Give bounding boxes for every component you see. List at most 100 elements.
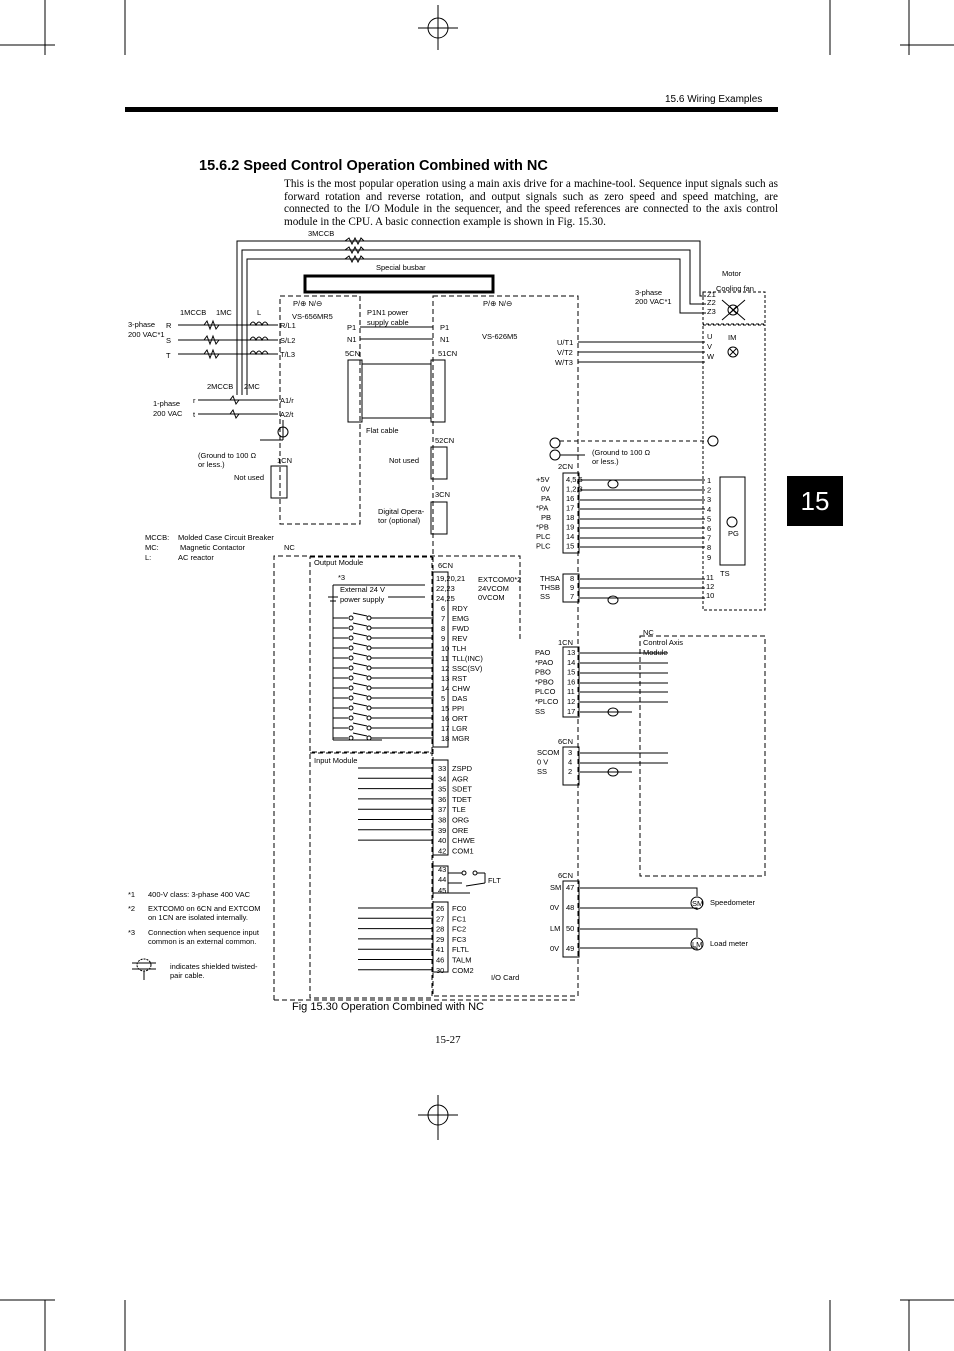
cn6-pin-42: 42 — [438, 846, 446, 855]
label-ts: TS — [720, 569, 730, 578]
note-text-6: pair cable. — [170, 971, 205, 980]
abbreviation-legend: MCCB: Molded Case Circuit Breaker MC: Ma… — [145, 533, 274, 562]
cn6-pin-11: 11 — [441, 654, 449, 663]
input-switch-13-blade — [352, 732, 368, 737]
cn6-signal-lgr: LGR — [452, 724, 468, 733]
cn6-pin-18: 18 — [441, 734, 449, 743]
cn1-signal-1: *PAO — [535, 658, 553, 667]
cn6-signal-fwd: FWD — [452, 624, 470, 633]
input-switch-4-blade — [352, 642, 368, 647]
cn6-signal-das: DAS — [452, 694, 467, 703]
vs656-unit — [279, 295, 361, 525]
label-special-busbar: Special busbar — [376, 263, 426, 272]
pg-pin-7: 7 — [707, 534, 711, 543]
label-input-module: Input Module — [314, 756, 357, 765]
page-number: 15-27 — [435, 1034, 461, 1046]
cn2-ts-signal-2: SS — [540, 592, 550, 601]
ground-symbols — [549, 435, 719, 461]
pg-pin-2: 2 — [707, 486, 711, 495]
cn2-connector — [562, 472, 580, 554]
cn6-pin-7: 7 — [441, 614, 445, 623]
label-pg: PG — [728, 529, 739, 538]
term-t: T/L3 — [280, 350, 295, 359]
cn6-output-connector — [432, 759, 449, 856]
cn6-pin-10: 10 — [441, 644, 449, 653]
cn2-pin-4: 18 — [566, 513, 574, 522]
cn2-pin-2: 16 — [566, 494, 574, 503]
running-header: 15.6 Wiring Examples — [665, 94, 763, 105]
cn6-fc-connector — [432, 901, 449, 973]
label-p1n1b: supply cable — [367, 318, 409, 327]
label-n1-right: N1 — [440, 335, 450, 344]
legend-val-mccb: Molded Case Circuit Breaker — [178, 533, 274, 542]
input-switch-4-contact-a — [348, 645, 354, 651]
label-1mccb: 1MCCB — [180, 308, 206, 317]
term-ut1: U/T1 — [557, 338, 573, 347]
cn6-pin-13: 13 — [441, 674, 449, 683]
label-flat-cable: Flat cable — [366, 426, 399, 435]
cn6-signal-agr: AGR — [452, 774, 469, 783]
input-switch-4-contact-b — [366, 645, 372, 651]
cn6-pin-35: 35 — [438, 785, 446, 794]
term-a2: A2/t — [280, 410, 294, 419]
header-rule — [125, 107, 778, 112]
pin-43: 43 — [438, 865, 446, 874]
legend-val-l: AC reactor — [178, 553, 214, 562]
label-ground-left: (Ground to 100 Ω — [198, 451, 257, 460]
cn6-signal-fltl: FLTL — [452, 945, 469, 954]
label-reactor: L — [257, 308, 261, 317]
label-ext24b: power supply — [340, 595, 384, 604]
cn1-right-connector — [562, 646, 580, 718]
input-switch-3-contact-b — [366, 635, 372, 641]
cn6c-signal-2: LM — [550, 924, 560, 933]
cn6-signal-tlh: TLH — [452, 644, 466, 653]
label-extcom0: EXTCOM0*2 — [478, 575, 521, 584]
cn6-input-connector — [432, 571, 449, 748]
label-motor: Motor — [722, 269, 742, 278]
note-text-4: common is an external common. — [148, 937, 256, 946]
mark-3: *3 — [338, 573, 345, 582]
label-3phase-left: 3-phase — [128, 320, 155, 329]
label-nc-module2: Control Axis — [643, 638, 683, 647]
fan-z2: Z2 — [707, 298, 716, 307]
cn1-signal-0: PAO — [535, 648, 550, 657]
label-3phase-right: 3-phase — [635, 288, 662, 297]
input-switch-3-blade — [352, 632, 368, 637]
label-speedometer: Speedometer — [710, 898, 756, 907]
cn1-signal-5: *PLCO — [535, 697, 559, 706]
pin-44: 44 — [438, 875, 446, 884]
cn6-signal-org: ORG — [452, 816, 469, 825]
label-5cn: 5CN — [345, 349, 360, 358]
input-switch-2-contact-b — [366, 625, 372, 631]
label-51cn: 51CN — [438, 349, 457, 358]
fan-z1: Z1 — [707, 290, 716, 299]
cn6-signal-com1: COM1 — [452, 846, 474, 855]
cn6-pin-12: 12 — [441, 664, 449, 673]
cn6-signal-talm: TALM — [452, 956, 471, 965]
term-vt2: V/T2 — [557, 348, 573, 357]
cn1-pin-5: 12 — [567, 697, 575, 706]
label-n1-left: N1 — [347, 335, 357, 344]
input-switch-8-contact-b — [366, 685, 372, 691]
cooling-fan-wiring — [236, 236, 706, 395]
label-sm: SM — [692, 899, 703, 908]
cn6b-signal-2: SS — [537, 767, 547, 776]
label-2cn: 2CN — [558, 462, 573, 471]
cn6c-pin-3: 49 — [566, 944, 574, 953]
cn6-signal-fc1: FC1 — [452, 914, 466, 923]
pg-pin-8: 8 — [707, 543, 711, 552]
label-1phase: 1-phase — [153, 399, 180, 408]
label-1cn: 1CN — [277, 456, 292, 465]
input-switch-11-contact-b — [366, 715, 372, 721]
intro-paragraph: This is the most popular operation using… — [284, 178, 778, 228]
input-switch-2-contact-a — [348, 625, 354, 631]
cn6-signal-zspd: ZSPD — [452, 764, 473, 773]
im-v: V — [707, 342, 712, 351]
cn1-signal-6: SS — [535, 707, 545, 716]
cn6-pin-41: 41 — [436, 945, 444, 954]
cn6-pin-26: 26 — [436, 904, 444, 913]
cn1-signal-4: PLCO — [535, 687, 556, 696]
